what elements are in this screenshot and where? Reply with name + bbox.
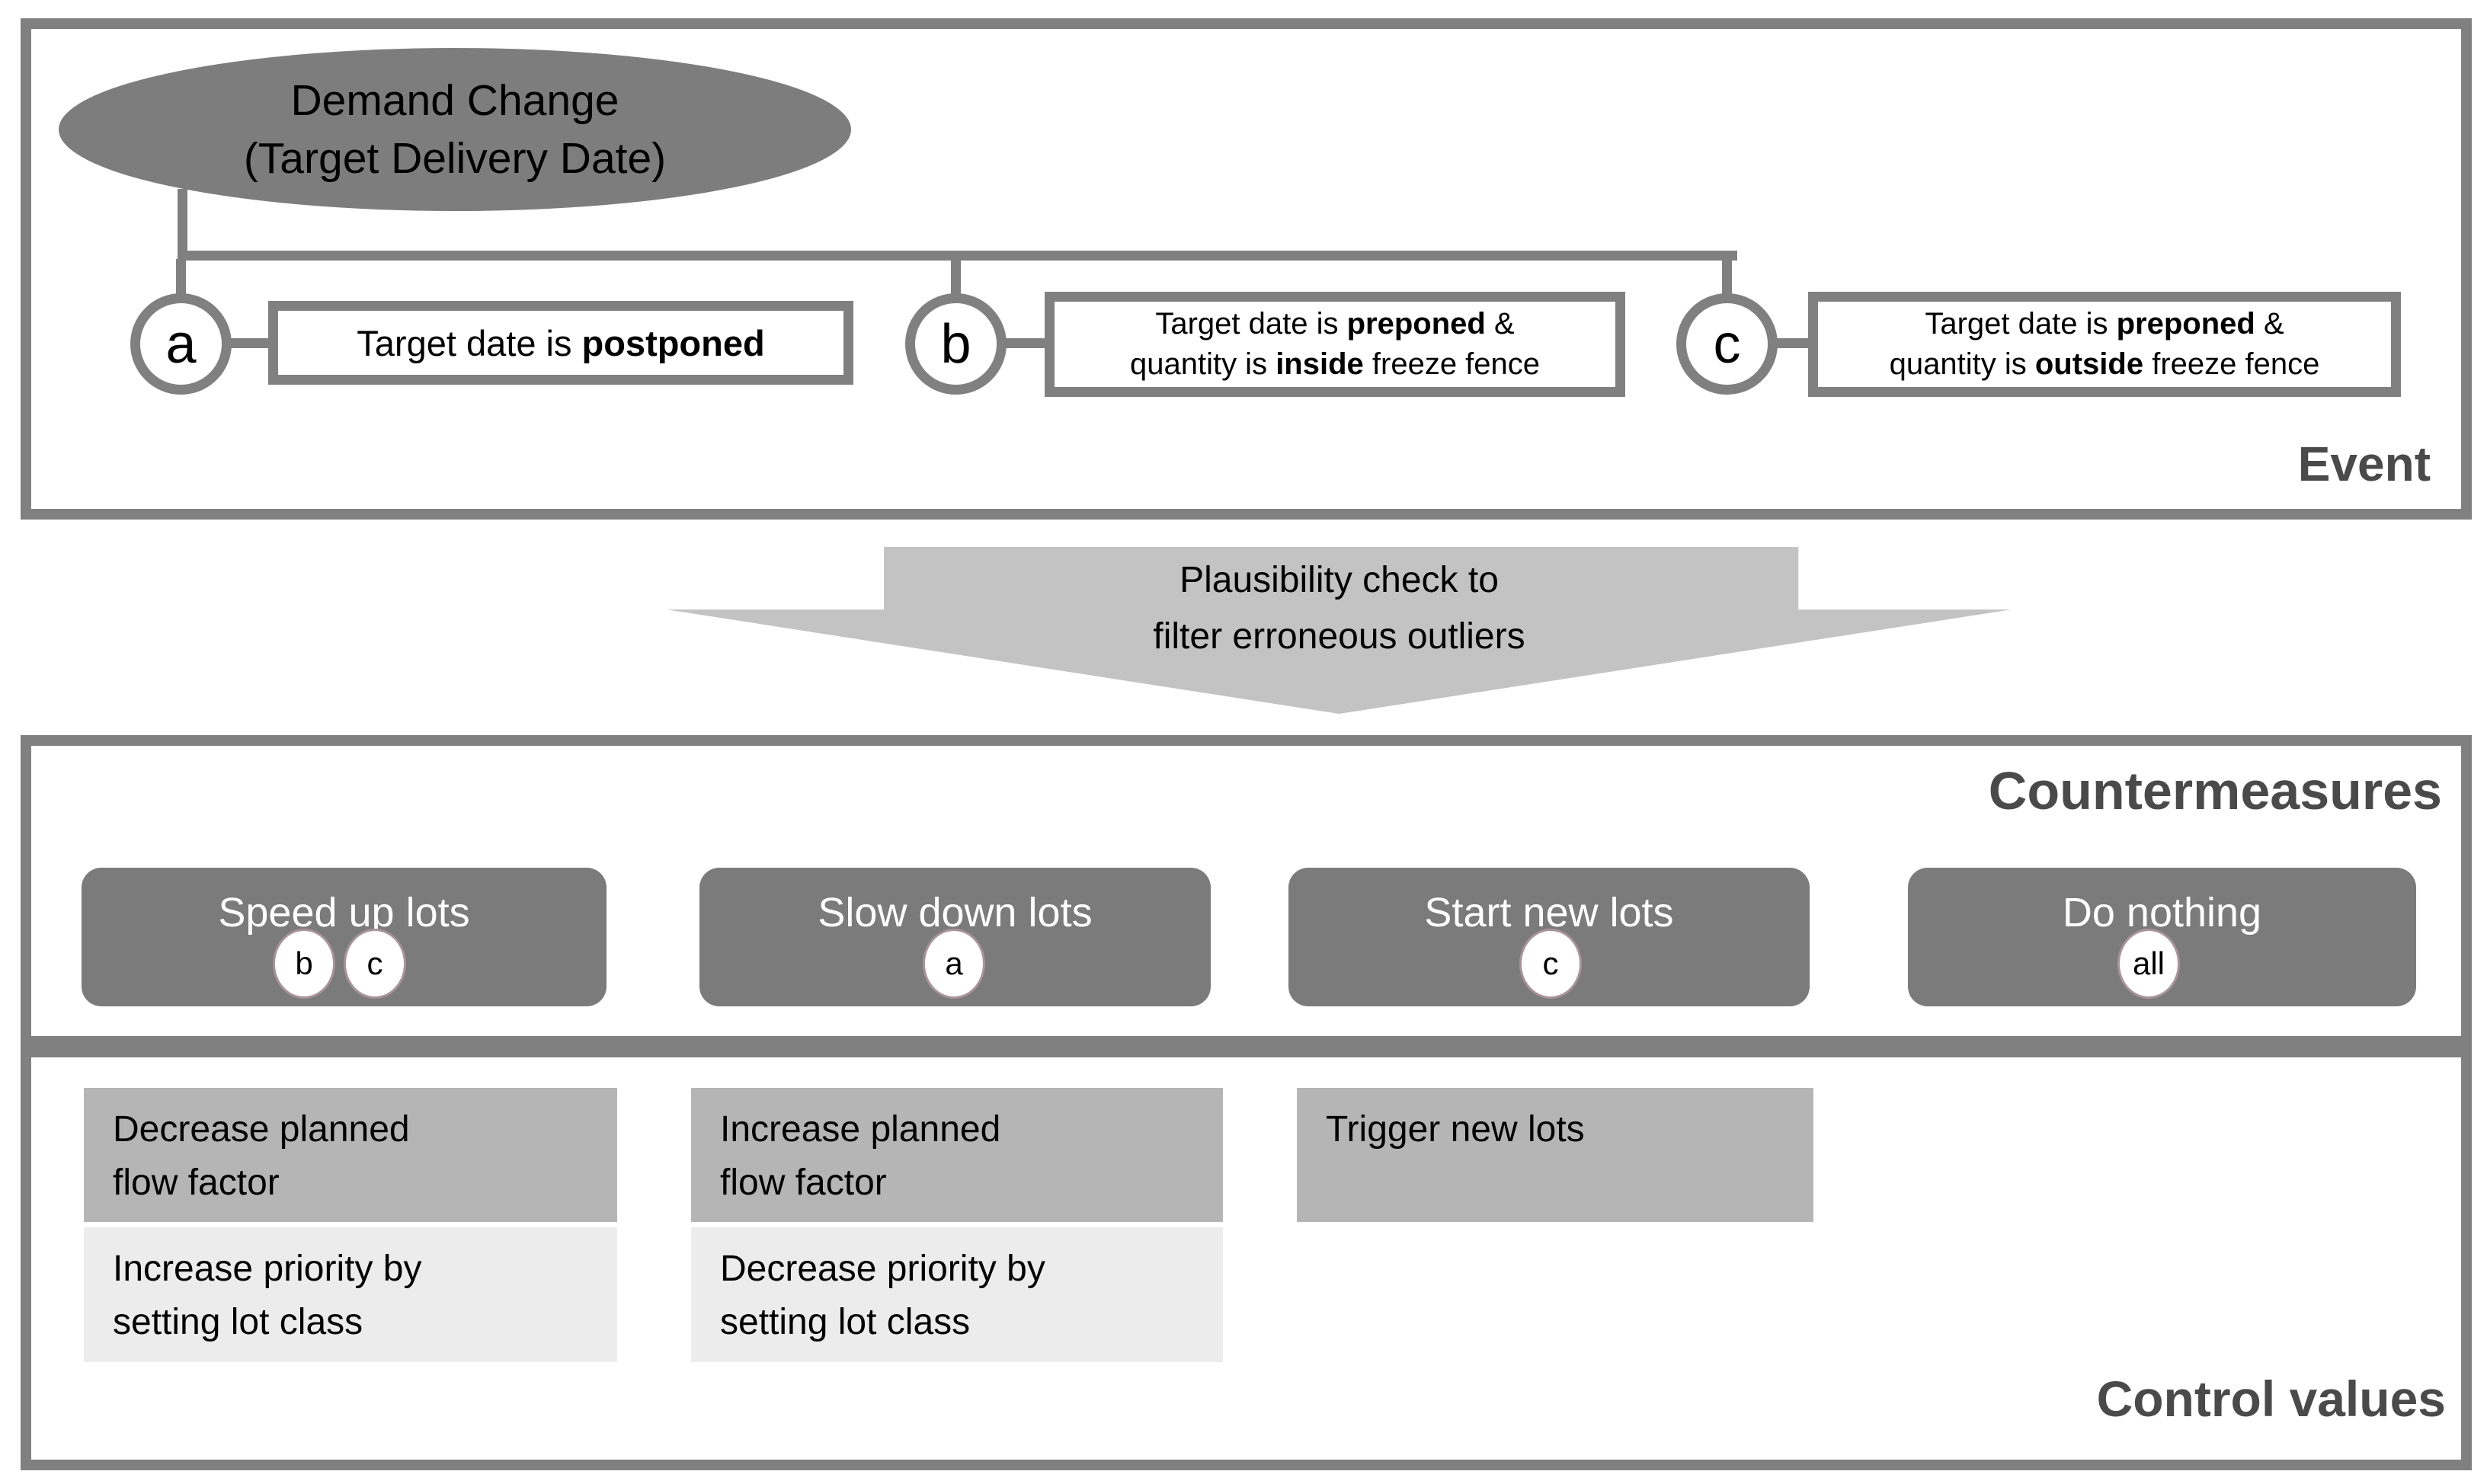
- countermeasure-speed-up-lots-label: Speed up lots: [218, 890, 470, 935]
- branch-a-text-regular: Target date is: [357, 322, 582, 363]
- branch-node-c: c: [1676, 293, 1778, 395]
- connector-bus: [178, 251, 1737, 261]
- branch-b-l2-bold: inside: [1276, 347, 1364, 381]
- branch-c-text-line2: quantity is outside freeze fence: [1890, 344, 2320, 385]
- connector-b-to-box: [1003, 338, 1048, 348]
- branch-node-b: b: [905, 293, 1007, 395]
- connector-c-to-box: [1775, 338, 1811, 348]
- arrow-text-line1: Plausibility check to: [1179, 560, 1499, 600]
- branch-b-l1-regular: Target date is: [1155, 307, 1347, 341]
- control-value-text-line2: flow factor: [113, 1163, 280, 1203]
- branch-b-l1-suffix: &: [1485, 307, 1515, 341]
- tag-letter: a: [945, 945, 963, 981]
- demand-change-line1: Demand Change: [290, 76, 619, 125]
- branch-c-l1-suffix: &: [2255, 307, 2284, 341]
- countermeasure-slow-down-lots-label: Slow down lots: [818, 890, 1093, 935]
- control-value-decrease-flow-factor: Decrease planned flow factor: [84, 1088, 617, 1222]
- tag-circle-do-nothing-all: all: [2117, 929, 2180, 999]
- countermeasure-speed-up-lots: Speed up lots: [82, 868, 607, 1006]
- arrow-text-line2: filter erroneous outliers: [1153, 616, 1525, 657]
- branch-b-l2-suffix: freeze fence: [1363, 347, 1541, 381]
- tag-letter: c: [1542, 945, 1559, 981]
- branch-c-l1-regular: Target date is: [1925, 307, 2117, 341]
- control-value-increase-flow-factor: Increase planned flow factor: [691, 1088, 1223, 1222]
- branch-b-label-box: Target date is preponed & quantity is in…: [1045, 292, 1625, 397]
- event-section-title: Event: [2297, 437, 2431, 491]
- tag-circle-start-new-c: c: [1519, 929, 1582, 999]
- branch-node-a-letter: a: [165, 313, 197, 375]
- countermeasure-do-nothing-label: Do nothing: [2062, 890, 2262, 935]
- countermeasures-section-title: Countermeasures: [1988, 761, 2442, 820]
- control-value-text-line1: Increase planned: [720, 1109, 1001, 1150]
- connector-drop-a: [176, 259, 186, 299]
- branch-node-c-letter: c: [1713, 313, 1741, 375]
- branch-b-text-line1: Target date is preponed &: [1155, 304, 1514, 344]
- branch-c-l1-bold: preponed: [2116, 307, 2255, 341]
- branch-c-label-box: Target date is preponed & quantity is ou…: [1808, 292, 2401, 397]
- control-value-trigger-new-lots: Trigger new lots: [1297, 1088, 1813, 1222]
- tag-letter: b: [295, 945, 313, 981]
- control-value-text-line1: Decrease priority by: [720, 1249, 1045, 1289]
- control-value-text-line1: Trigger new lots: [1326, 1109, 1585, 1150]
- branch-b-l2-regular: quantity is: [1129, 347, 1276, 381]
- branch-c-text-line1: Target date is preponed &: [1925, 304, 2284, 344]
- control-value-text-line2: flow factor: [720, 1163, 887, 1203]
- control-value-text-line1: Increase priority by: [113, 1249, 422, 1289]
- tag-circle-slow-down-a: a: [923, 929, 985, 999]
- branch-b-l1-bold: preponed: [1346, 307, 1486, 341]
- control-value-text-line2: setting lot class: [720, 1302, 971, 1342]
- control-values-section-title: Control values: [2096, 1370, 2446, 1427]
- connector-root-stem: [178, 189, 187, 256]
- branch-node-b-letter: b: [940, 313, 971, 375]
- branch-a-label-box: Target date is postponed: [268, 301, 853, 385]
- tag-letter: all: [2132, 945, 2165, 981]
- demand-change-ellipse: Demand Change (Target Delivery Date): [59, 48, 851, 211]
- control-value-decrease-priority: Decrease priority by setting lot class: [691, 1227, 1223, 1362]
- branch-c-l2-bold: outside: [2034, 347, 2144, 381]
- control-value-text-line2: setting lot class: [113, 1302, 363, 1342]
- branch-a-text-bold: postponed: [581, 322, 765, 363]
- connector-a-to-box: [229, 338, 271, 348]
- countermeasure-start-new-lots-label: Start new lots: [1424, 890, 1674, 935]
- branch-b-text-line2: quantity is inside freeze fence: [1130, 344, 1540, 385]
- branch-node-a: a: [130, 293, 232, 395]
- tag-circle-speed-up-b: b: [273, 929, 335, 999]
- branch-c-l2-regular: quantity is: [1889, 347, 2035, 381]
- plausibility-arrow: Plausibility check to filter erroneous o…: [667, 547, 2012, 714]
- connector-drop-b: [951, 259, 961, 299]
- branch-c-l2-suffix: freeze fence: [2143, 347, 2320, 381]
- demand-change-line2: (Target Delivery Date): [243, 134, 667, 183]
- tag-circle-speed-up-c: c: [344, 929, 406, 999]
- tag-letter: c: [366, 945, 383, 981]
- control-value-text-line1: Decrease planned: [113, 1109, 410, 1150]
- connector-drop-c: [1722, 259, 1732, 299]
- control-value-increase-priority: Increase priority by setting lot class: [84, 1227, 617, 1362]
- branch-a-text: Target date is postponed: [357, 322, 764, 364]
